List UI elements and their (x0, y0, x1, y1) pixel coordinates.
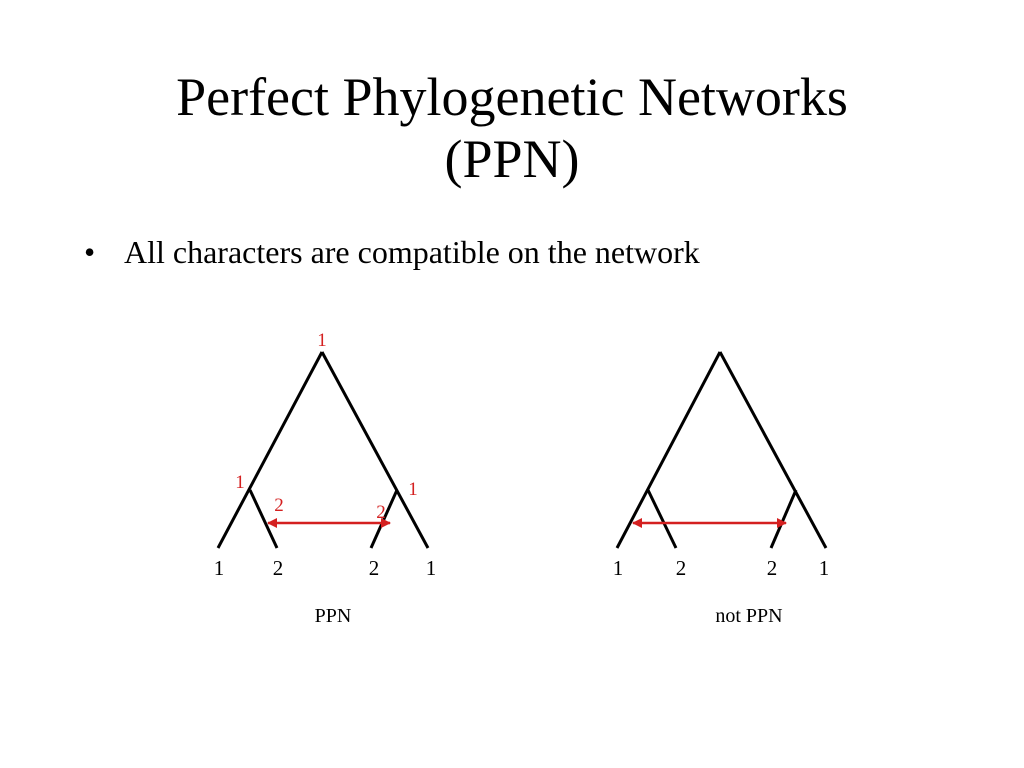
left-inner-edge (646, 489, 678, 549)
right-inner-edge (769, 489, 798, 549)
title-line-1: Perfect Phylogenetic Networks (176, 67, 848, 127)
ppn-caption: PPN (315, 605, 352, 627)
right-branch-state-label: 1 (408, 479, 418, 500)
leaf-label: 1 (214, 556, 225, 580)
leaf-label: 1 (819, 556, 830, 580)
right-trunk-edge (718, 351, 828, 549)
leaf-label: 2 (369, 556, 380, 580)
right-inner-state-label: 2 (376, 502, 386, 523)
slide-title: Perfect Phylogenetic Networks (PPN) (0, 66, 1024, 190)
root-state-label: 1 (317, 330, 327, 351)
bullet-icon: • (84, 234, 96, 270)
title-line-2: (PPN) (444, 129, 580, 189)
left-branch-state-label: 1 (235, 472, 245, 493)
left-inner-state-label: 2 (274, 495, 284, 516)
not-ppn-diagram: 1 2 2 1 not PPN (613, 351, 830, 627)
not-ppn-caption: not PPN (715, 605, 782, 627)
left-trunk-edge (216, 351, 324, 549)
leaf-label: 2 (676, 556, 687, 580)
left-trunk-edge (615, 351, 722, 549)
leaf-label: 2 (767, 556, 778, 580)
bullet-text: All characters are compatible on the net… (124, 234, 700, 270)
leaf-label: 1 (613, 556, 624, 580)
bullet-item: • All characters are compatible on the ne… (84, 232, 700, 272)
leaf-label: 2 (273, 556, 284, 580)
leaf-label: 1 (426, 556, 437, 580)
right-trunk-edge (320, 351, 430, 549)
ppn-diagram: 1 1 1 2 2 1 2 2 1 PPN (214, 330, 437, 627)
left-inner-edge (248, 489, 279, 549)
